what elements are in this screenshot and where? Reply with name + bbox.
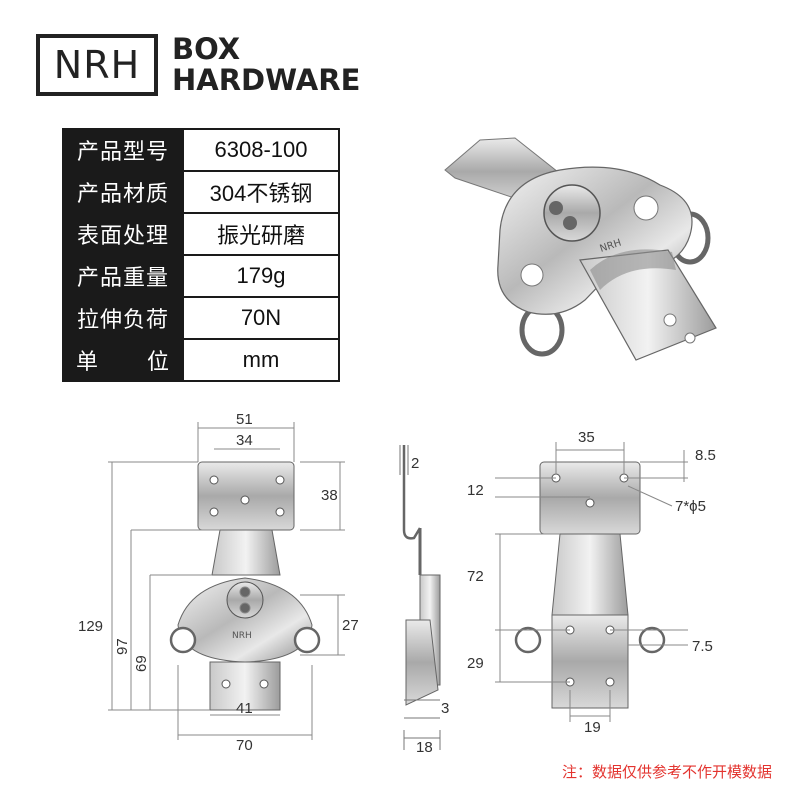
- dim-hole-span-top: 34: [236, 432, 253, 449]
- spec-row: 产品材质 304不锈钢: [62, 170, 340, 214]
- dim-back-h72: 72: [467, 568, 484, 585]
- front-mark: NRH: [232, 631, 252, 641]
- dim-back-hole-span: 35: [578, 429, 595, 446]
- brand-line2: HARDWARE: [172, 63, 361, 97]
- dim-h69: 69: [133, 655, 150, 672]
- brand-line1: BOX: [172, 32, 241, 66]
- spec-label: 产品重量: [62, 254, 184, 298]
- spec-value: 304不锈钢: [182, 170, 340, 214]
- dim-back-h7-5: 7.5: [692, 638, 713, 655]
- spec-label: 拉伸负荷: [62, 296, 184, 340]
- brand-logo: NRH: [36, 34, 158, 96]
- dim-overall-width: 70: [236, 737, 253, 754]
- spec-table: 产品型号 6308-100 产品材质 304不锈钢 表面处理 振光研磨 产品重量…: [62, 128, 340, 382]
- dim-plate-height: 38: [321, 487, 338, 504]
- front-view-labels: 51 34 38 129 97 69 27 41 70: [78, 411, 359, 754]
- dim-depth: 18: [416, 739, 433, 756]
- spec-label-part: 单: [76, 349, 100, 374]
- side-view-drawing: [399, 445, 441, 750]
- spec-label: 产品型号: [62, 128, 184, 172]
- dim-bottom-span: 41: [236, 700, 253, 717]
- dim-width-top: 51: [236, 411, 253, 428]
- spec-row: 拉伸负荷 70N: [62, 296, 340, 340]
- spec-row: 表面处理 振光研磨: [62, 212, 340, 256]
- spec-value: 振光研磨: [182, 212, 340, 256]
- spec-row: 产品型号 6308-100: [62, 128, 340, 172]
- spec-value: mm: [182, 338, 340, 382]
- dim-h27: 27: [342, 617, 359, 634]
- disclaimer-note: 注：数据仅供参考不作开模数据: [561, 764, 772, 781]
- dim-h97: 97: [114, 638, 131, 655]
- dim-back-h12: 12: [467, 482, 484, 499]
- spec-row: 单 位 mm: [62, 338, 340, 382]
- front-view-drawing: NRH: [108, 422, 345, 740]
- brand-name: BOX HARDWARE: [172, 34, 360, 96]
- spec-value: 6308-100: [182, 128, 340, 172]
- spec-row: 产品重量 179g: [62, 254, 340, 298]
- dim-back-holes: 7*ϕ5: [675, 498, 706, 515]
- dim-back-edge: 8.5: [695, 447, 716, 464]
- side-view-labels: 2 3 18: [411, 455, 449, 756]
- spec-label: 单 位: [62, 338, 184, 382]
- dim-thickness: 2: [411, 455, 419, 472]
- spec-value: 179g: [182, 254, 340, 298]
- spec-label: 表面处理: [62, 212, 184, 256]
- dim-back-h29: 29: [467, 655, 484, 672]
- brand-logo-text: NRH: [53, 43, 141, 87]
- spec-value: 70N: [182, 296, 340, 340]
- spec-label-part: 位: [146, 349, 170, 374]
- dim-back-bottom-span: 19: [584, 719, 601, 736]
- dim-total-height: 129: [78, 618, 103, 635]
- back-view-drawing: [495, 442, 688, 722]
- dim-side-bottom: 3: [441, 700, 449, 717]
- product-photo: NRH: [444, 137, 717, 361]
- back-view-labels: 35 8.5 12 7*ϕ5 72 29 7.5 19: [467, 429, 716, 736]
- spec-label: 产品材质: [62, 170, 184, 214]
